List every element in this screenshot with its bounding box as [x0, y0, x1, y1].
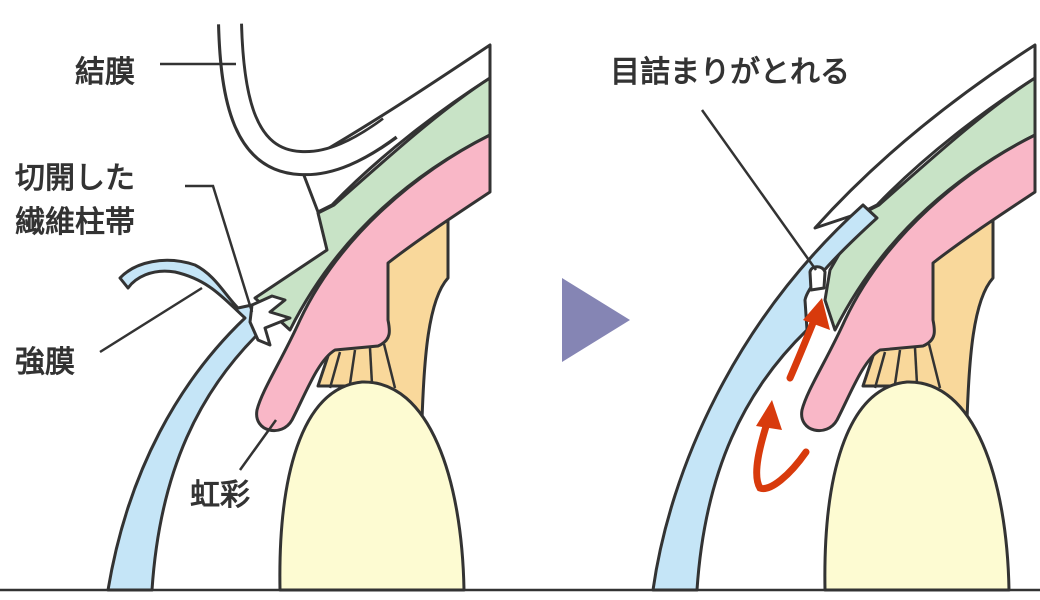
zonule-fibers [328, 343, 397, 389]
next-step-triangle-icon [562, 278, 630, 362]
arrowhead-upper-icon [803, 298, 830, 330]
iris [255, 133, 492, 432]
flow-arrow-lower [753, 416, 810, 493]
incised-trabecular-meshwork [248, 294, 292, 347]
arrowhead-lower-icon [756, 400, 782, 430]
label-conjunctiva: 結膜 [75, 55, 135, 90]
leader-sclera [99, 286, 203, 354]
leader-unclogged [700, 109, 818, 271]
conjunctiva-band [813, 43, 1037, 230]
right-panel-after [651, 43, 1037, 592]
sclera [106, 258, 264, 592]
left-panel-before [0, 21, 1040, 592]
lens [823, 380, 1011, 592]
leader-incised [185, 184, 254, 313]
label-sclera: 強膜 [15, 345, 75, 380]
flow-arrows [753, 298, 830, 493]
zonule-fibers [873, 343, 942, 389]
sclera [651, 203, 879, 592]
iris [800, 133, 1037, 432]
lens [278, 380, 466, 592]
label-unclogged: 目詰まりがとれる [610, 55, 850, 90]
label-incised-1: 切開した [15, 161, 135, 196]
label-incised-2: 繊維柱帯 [15, 205, 135, 240]
leader-iris [238, 419, 278, 471]
label-iris: 虹彩 [190, 478, 250, 513]
opened-canal [808, 265, 827, 292]
